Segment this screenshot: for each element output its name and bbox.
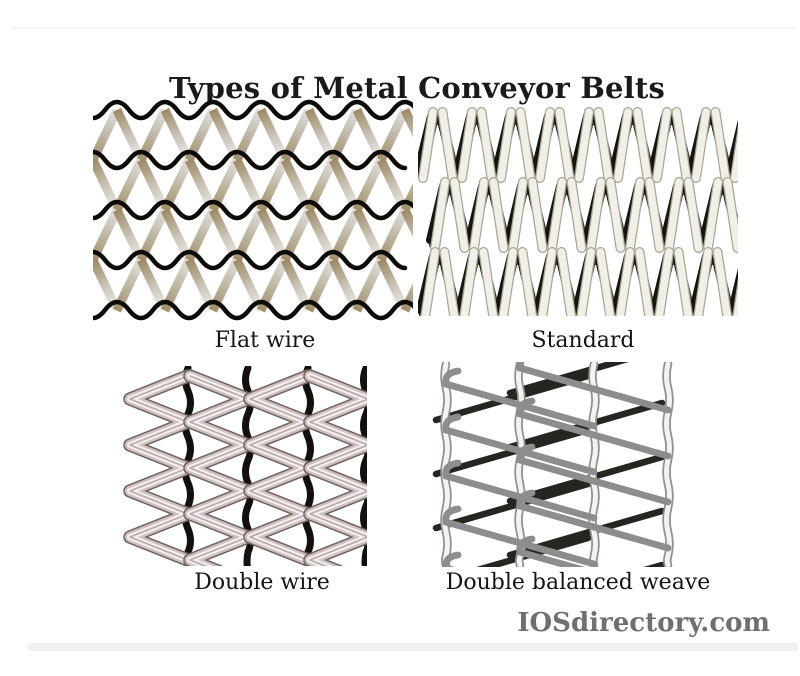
watermark-text: IOSdirectory.com [517,608,770,638]
double-balanced-weave-illustration [432,362,675,567]
balanced-weave-gray-wires [442,362,672,567]
bottom-divider [28,643,798,651]
double-wire-illustration [122,366,367,566]
flat-wire-strips [93,108,413,313]
label-standard: Standard [531,328,635,353]
label-double-balanced-weave: Double balanced weave [445,570,711,595]
flat-wire-illustration [93,94,413,326]
double-wire-black-wires [186,368,368,566]
standard-belt-illustration [418,106,738,316]
label-flat-wire: Flat wire [214,328,316,353]
label-double-wire: Double wire [194,570,330,595]
top-divider [12,27,795,29]
page-title: Types of Metal Conveyor Belts [168,71,666,106]
